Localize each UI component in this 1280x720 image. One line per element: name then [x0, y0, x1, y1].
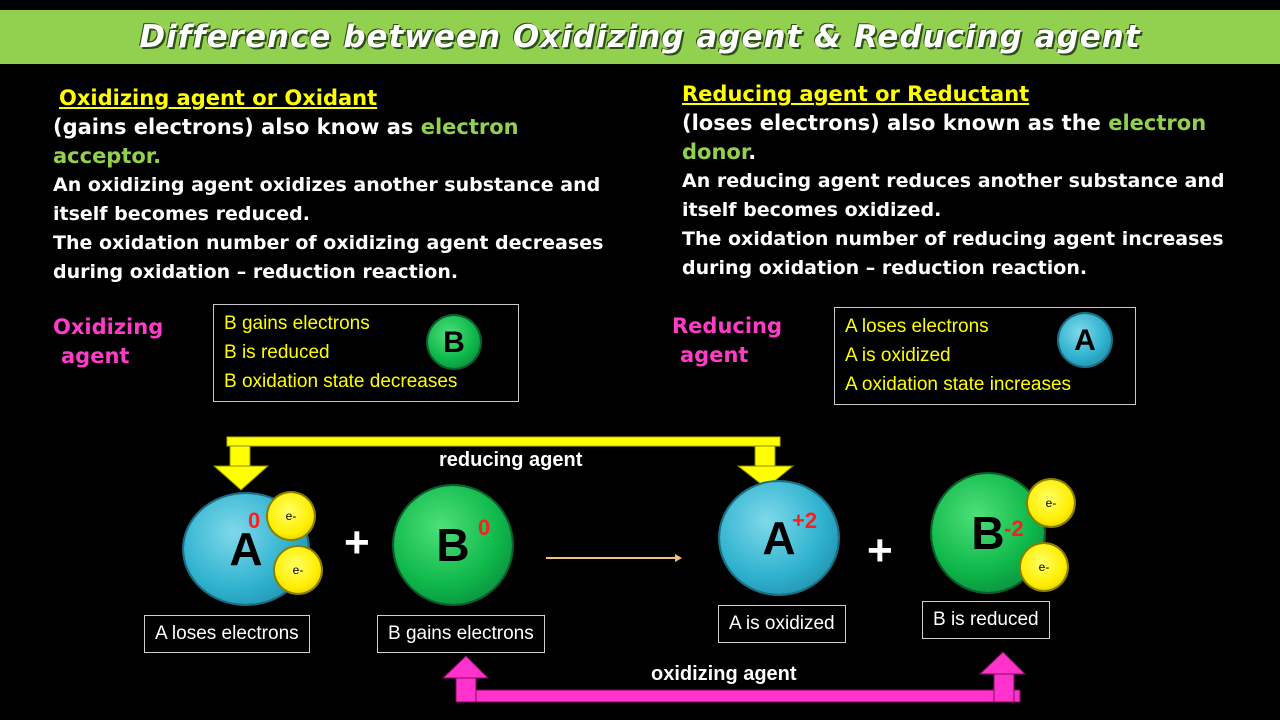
reaction-arrowhead	[675, 554, 682, 562]
electron-icon: e-	[268, 493, 314, 539]
reducing-arrow-stem-left	[230, 446, 250, 466]
product-a-atom: A	[720, 482, 838, 594]
electron-icon: e-	[1021, 544, 1067, 590]
caption-b-reduced: B is reduced	[922, 601, 1050, 639]
reducing-arrow-bar	[227, 437, 780, 446]
oxidizing-arrow-stem-left	[456, 676, 476, 702]
reactant-b-atom: B	[394, 486, 512, 604]
oxidizing-arrowhead-right	[980, 652, 1025, 674]
caption-a-oxidized: A is oxidized	[718, 605, 846, 643]
oxidizing-arrow-bar	[458, 690, 1020, 702]
oxidizing-arrowhead-left	[443, 656, 488, 678]
reducing-agent-arrow-label: reducing agent	[439, 449, 582, 472]
oxidizing-arrow-stem-right	[994, 674, 1014, 702]
electron-icon: e-	[1028, 480, 1074, 526]
product-b-charge: -2	[1004, 516, 1024, 542]
reducing-arrowhead-left	[214, 466, 268, 490]
product-a-charge: +2	[792, 508, 817, 534]
reactant-b-charge: 0	[478, 515, 490, 541]
caption-b-gains: B gains electrons	[377, 615, 545, 653]
electron-icon: e-	[275, 547, 321, 593]
reactant-a-charge: 0	[248, 508, 260, 534]
plus-sign: +	[344, 518, 370, 568]
reducing-arrow-stem-right	[755, 446, 775, 466]
caption-a-loses: A loses electrons	[144, 615, 310, 653]
oxidizing-agent-arrow-label: oxidizing agent	[651, 663, 797, 686]
plus-sign: +	[867, 526, 893, 576]
